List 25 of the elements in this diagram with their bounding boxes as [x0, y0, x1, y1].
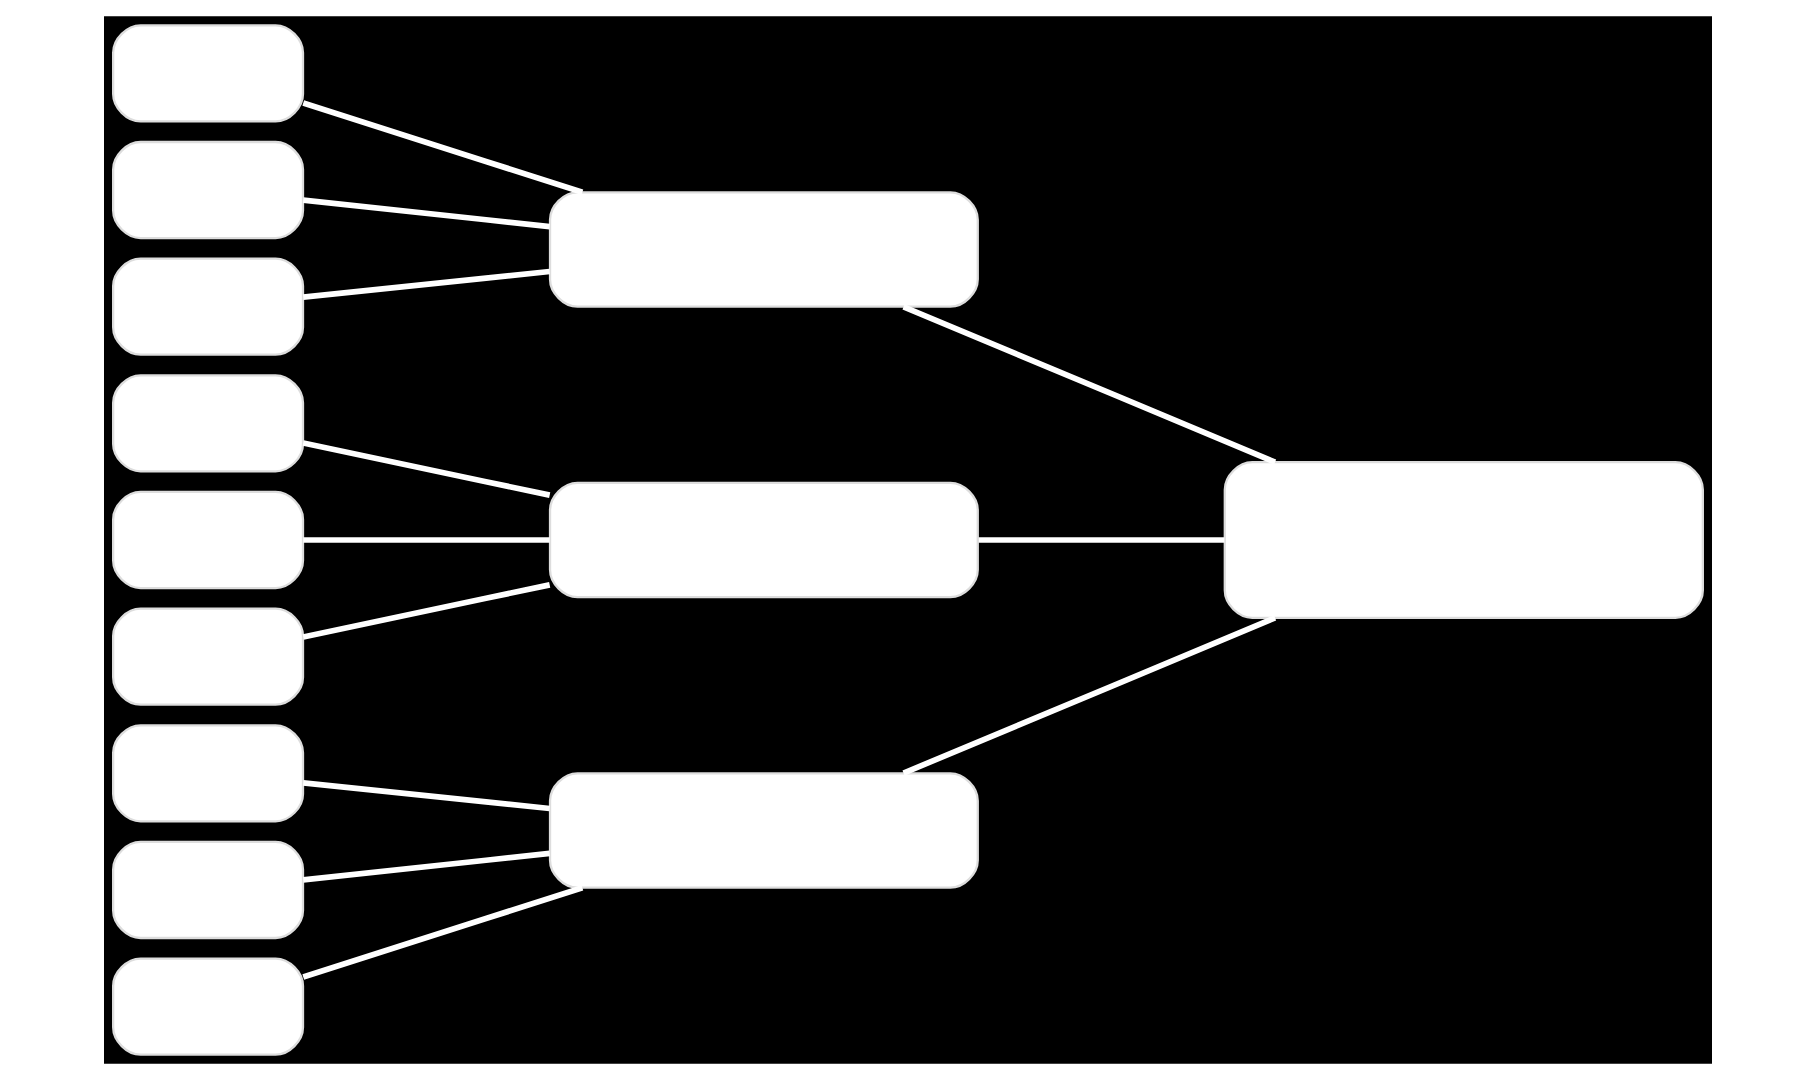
node-box — [548, 481, 979, 599]
connector — [902, 304, 1277, 465]
connector — [302, 440, 551, 498]
connector — [978, 537, 1225, 543]
connector — [902, 615, 1277, 776]
node-box — [112, 24, 305, 123]
connector — [302, 780, 550, 812]
connector — [302, 197, 550, 230]
node-box — [112, 724, 305, 823]
connector — [302, 268, 550, 300]
node-box — [112, 140, 305, 240]
node-box — [112, 607, 305, 706]
node-box — [112, 257, 305, 356]
connector — [303, 537, 550, 543]
node-box — [112, 374, 305, 473]
node-box — [112, 840, 305, 940]
connector — [302, 582, 551, 640]
connector — [302, 100, 584, 195]
node-box — [112, 490, 305, 590]
node-box — [112, 957, 305, 1056]
connector — [302, 885, 584, 980]
connector — [302, 850, 550, 883]
node-box — [548, 772, 979, 889]
node-box — [1223, 461, 1704, 619]
node-box — [548, 191, 979, 308]
